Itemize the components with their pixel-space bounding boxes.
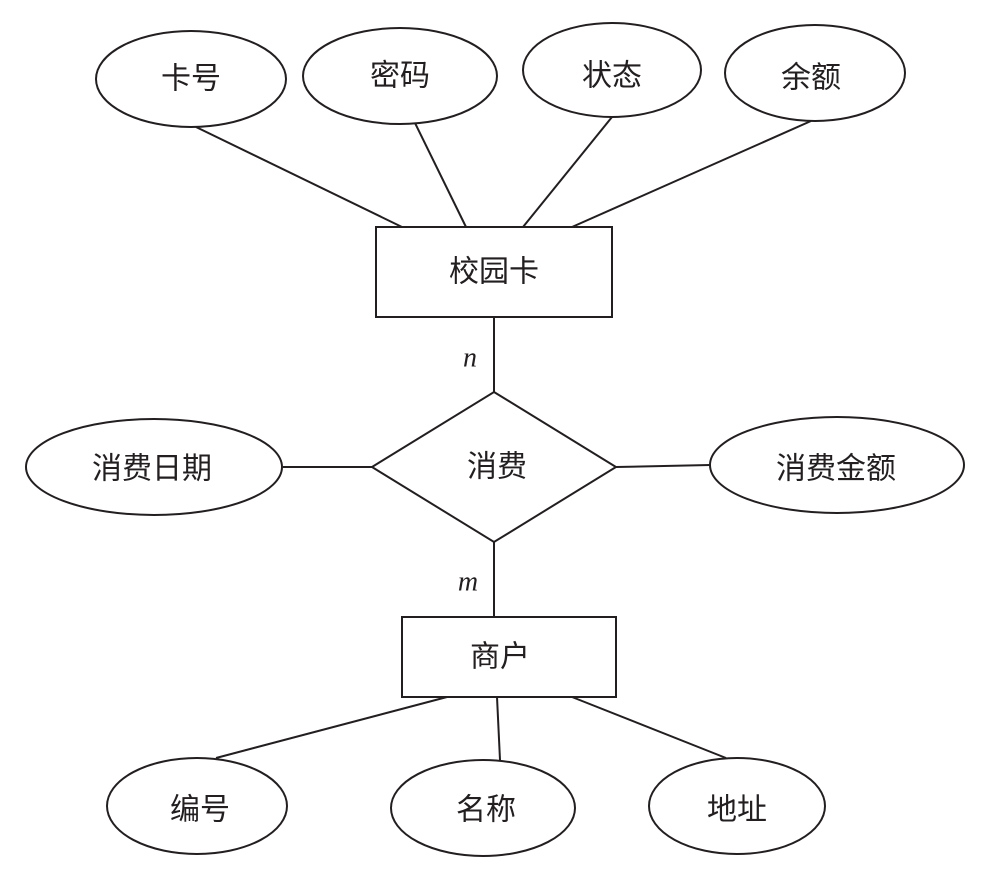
attribute-password[interactable]: 密码 bbox=[302, 27, 498, 125]
relationship-label: 消费 bbox=[467, 450, 527, 485]
cardinality-m: m bbox=[458, 567, 478, 598]
attribute-consume-date[interactable]: 消费日期 bbox=[25, 418, 283, 516]
attribute-label: 编号 bbox=[170, 793, 230, 828]
attribute-label: 状态 bbox=[582, 59, 642, 94]
edge-merchant-name bbox=[496, 696, 501, 761]
edge-consume-amount bbox=[615, 464, 711, 468]
entity-campus-card[interactable]: 校园卡 bbox=[375, 226, 613, 318]
attribute-card-no[interactable]: 卡号 bbox=[95, 30, 287, 128]
entity-label: 商户 bbox=[470, 640, 530, 675]
edge-card-no bbox=[195, 126, 403, 228]
edge-password bbox=[414, 122, 467, 228]
cardinality-n: n bbox=[463, 343, 477, 374]
edge-status bbox=[522, 116, 613, 228]
attribute-label: 卡号 bbox=[161, 62, 221, 97]
attribute-label: 消费金额 bbox=[776, 452, 896, 487]
attribute-label: 密码 bbox=[370, 59, 430, 94]
attribute-consume-amount[interactable]: 消费金额 bbox=[709, 416, 965, 514]
edge-merchant-addr bbox=[571, 696, 727, 759]
attribute-merchant-addr[interactable]: 地址 bbox=[648, 757, 826, 855]
entity-merchant[interactable]: 商户 bbox=[401, 616, 617, 698]
entity-label: 校园卡 bbox=[449, 255, 539, 290]
attribute-label: 消费日期 bbox=[92, 452, 212, 487]
connectors bbox=[195, 116, 812, 761]
attribute-label: 余额 bbox=[781, 61, 841, 96]
attribute-balance[interactable]: 余额 bbox=[724, 24, 906, 122]
attribute-status[interactable]: 状态 bbox=[522, 22, 702, 118]
relationship-consume[interactable]: 消费 bbox=[370, 390, 618, 544]
attribute-merchant-name[interactable]: 名称 bbox=[390, 759, 576, 857]
edge-balance bbox=[571, 120, 812, 228]
attribute-label: 地址 bbox=[707, 793, 767, 828]
attribute-label: 名称 bbox=[456, 793, 516, 828]
attribute-merchant-no[interactable]: 编号 bbox=[106, 757, 288, 855]
edge-merchant-no bbox=[215, 696, 448, 759]
